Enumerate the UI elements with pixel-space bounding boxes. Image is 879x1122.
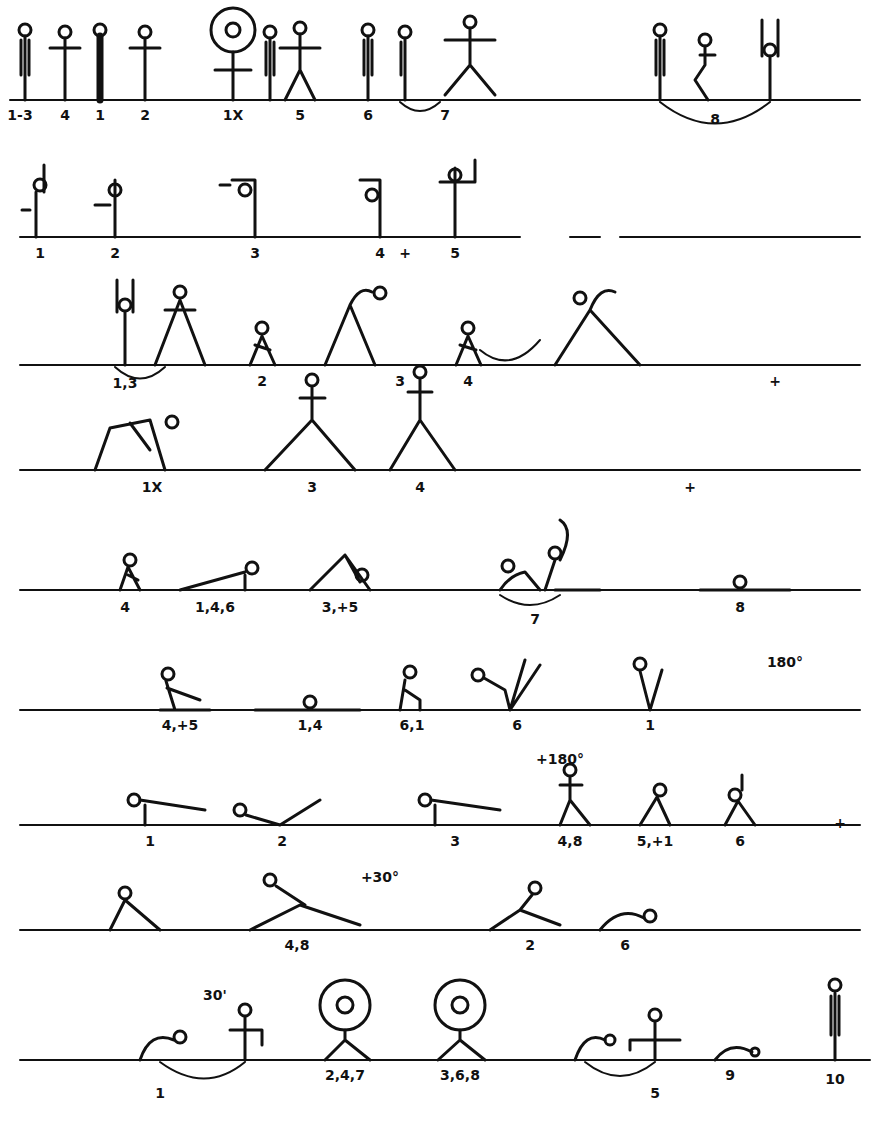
count-number: 3 [250, 246, 260, 260]
count-number: 6 [735, 834, 745, 848]
count-number: 1,4,6 [195, 600, 235, 614]
count-number: +30° [361, 870, 399, 884]
count-number: 6 [512, 718, 522, 732]
count-number: 4 [463, 374, 473, 388]
count-number: 4 [60, 108, 70, 122]
count-number: 3 [307, 480, 317, 494]
count-number: 4 [375, 246, 385, 260]
count-number: 7 [440, 108, 450, 122]
count-number: 2,4,7 [325, 1068, 365, 1082]
count-number: 1 [155, 1086, 165, 1100]
count-number: 3,+5 [322, 600, 359, 614]
count-number: 8 [710, 112, 720, 126]
count-number: 6,1 [400, 718, 425, 732]
count-number: 4 [415, 480, 425, 494]
count-number: 5,+1 [637, 834, 674, 848]
count-number: 1 [645, 718, 655, 732]
count-number: 1,4 [298, 718, 323, 732]
count-number: 5 [450, 246, 460, 260]
count-number: 5 [650, 1086, 660, 1100]
count-number: 7 [530, 612, 540, 626]
count-number: 5 [295, 108, 305, 122]
count-number: + [684, 480, 696, 494]
count-number: 6 [620, 938, 630, 952]
count-number: 1 [95, 108, 105, 122]
count-number: 4,+5 [162, 718, 199, 732]
count-number: 4,8 [285, 938, 310, 952]
count-number: 9 [725, 1068, 735, 1082]
count-number: 1X [142, 480, 163, 494]
count-number: 2 [525, 938, 535, 952]
count-number: + [769, 374, 781, 388]
count-number: + [399, 246, 411, 260]
count-number: 2 [257, 374, 267, 388]
count-number: 2 [277, 834, 287, 848]
count-number: 4 [120, 600, 130, 614]
count-number: 1-3 [7, 108, 32, 122]
count-number: 10 [825, 1072, 844, 1086]
count-number: 3,6,8 [440, 1068, 480, 1082]
count-number: 3 [395, 374, 405, 388]
count-number: 4,8 [558, 834, 583, 848]
count-number: 1X [223, 108, 244, 122]
count-number: 3 [450, 834, 460, 848]
count-number: + [834, 816, 846, 830]
count-number: 30' [203, 988, 227, 1002]
count-number: 2 [140, 108, 150, 122]
count-number: 2 [110, 246, 120, 260]
count-number: 180° [767, 655, 803, 669]
count-number: 6 [363, 108, 373, 122]
count-number: 1 [145, 834, 155, 848]
count-number: 1 [35, 246, 45, 260]
count-number: 8 [735, 600, 745, 614]
count-number: 1,3 [113, 376, 138, 390]
count-number: +180° [536, 752, 584, 766]
